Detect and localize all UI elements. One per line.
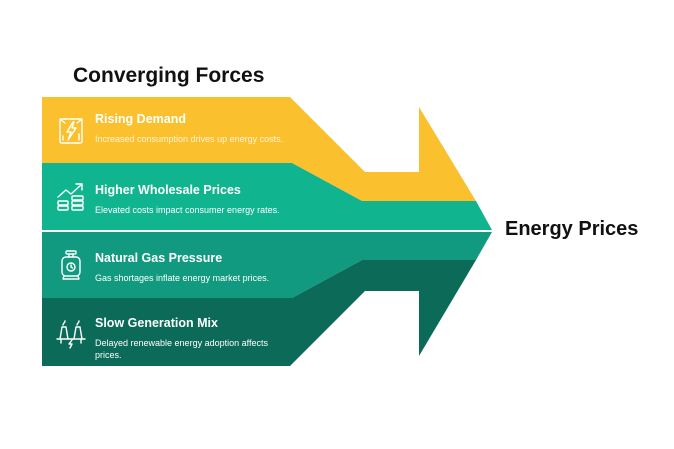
band-natural-gas-pressure xyxy=(42,232,492,298)
power-plant-icon xyxy=(56,320,86,349)
diagram-title: Converging Forces xyxy=(73,64,265,87)
band-slow-generation-mix xyxy=(42,260,476,366)
force-description: Elevated costs impact consumer energy ra… xyxy=(95,205,280,215)
force-heading: Rising Demand xyxy=(95,112,186,126)
force-higher-wholesale-prices: Higher Wholesale Prices Elevated costs i… xyxy=(95,183,295,216)
force-natural-gas-pressure: Natural Gas Pressure Gas shortages infla… xyxy=(95,251,295,284)
gas-cylinder-icon xyxy=(61,250,81,280)
band-rising-demand xyxy=(42,97,476,201)
force-heading: Natural Gas Pressure xyxy=(95,251,223,265)
wholesale-growth-icon xyxy=(57,183,84,211)
force-description: Gas shortages inflate energy market pric… xyxy=(95,273,270,283)
force-heading: Higher Wholesale Prices xyxy=(95,183,241,197)
force-rising-demand: Rising Demand Increased consumption driv… xyxy=(95,112,295,145)
force-heading: Slow Generation Mix xyxy=(95,316,218,330)
force-description: Increased consumption drives up energy c… xyxy=(95,134,284,144)
force-slow-generation-mix: Slow Generation Mix Delayed renewable en… xyxy=(95,316,295,361)
outcome-label: Energy Prices xyxy=(505,218,639,240)
band-higher-wholesale-prices xyxy=(42,163,492,230)
force-description: Delayed renewable energy adoption affect… xyxy=(95,338,268,360)
rising-demand-icon xyxy=(59,118,83,144)
